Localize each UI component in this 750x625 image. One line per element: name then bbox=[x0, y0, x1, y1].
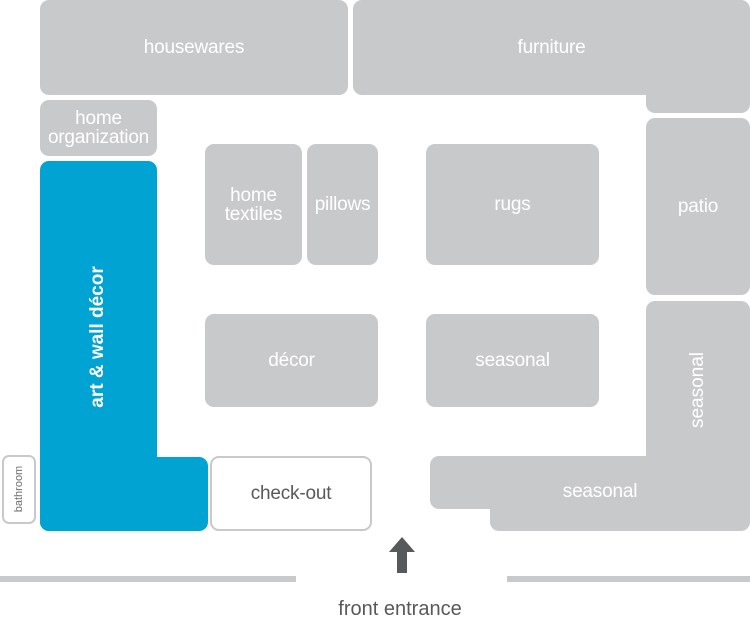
front-wall-right bbox=[507, 576, 750, 582]
dept-furniture-label: furniture bbox=[517, 37, 586, 58]
dept-housewares[interactable]: housewares bbox=[40, 0, 348, 95]
dept-rugs[interactable]: rugs bbox=[426, 144, 599, 265]
front-entrance-label: front entrance bbox=[338, 598, 462, 620]
dept-patio[interactable]: patio bbox=[646, 118, 750, 295]
dept-seasonal-bottom[interactable]: seasonal bbox=[430, 456, 750, 531]
dept-housewares-label: housewares bbox=[143, 37, 245, 58]
dept-bathroom-label: bathroom bbox=[13, 465, 25, 513]
dept-seasonal-center-label: seasonal bbox=[475, 350, 550, 371]
entrance-arrow-icon bbox=[389, 537, 415, 573]
dept-home-organization[interactable]: home organization bbox=[40, 100, 157, 156]
dept-furniture[interactable]: furniture bbox=[353, 0, 750, 113]
dept-rugs-label: rugs bbox=[494, 194, 531, 215]
dept-seasonal-bottom-label: seasonal bbox=[562, 480, 638, 502]
dept-art-wall-decor-label: art & wall décor bbox=[87, 266, 108, 408]
dept-art-wall-decor[interactable]: art & wall décor bbox=[40, 161, 208, 531]
dept-home-organization-label-1: home bbox=[75, 108, 122, 129]
dept-patio-label: patio bbox=[677, 196, 719, 217]
dept-decor-label: décor bbox=[268, 350, 315, 371]
dept-seasonal-right-label: seasonal bbox=[687, 351, 708, 429]
dept-home-organization-label-2: organization bbox=[47, 127, 150, 148]
dept-seasonal-center[interactable]: seasonal bbox=[426, 314, 599, 407]
dept-checkout-label: check-out bbox=[250, 483, 332, 504]
dept-decor[interactable]: décor bbox=[205, 314, 378, 407]
front-wall-left bbox=[0, 576, 296, 582]
dept-home-textiles[interactable]: home textiles bbox=[205, 144, 302, 265]
dept-pillows[interactable]: pillows bbox=[307, 144, 378, 265]
dept-checkout[interactable]: check-out bbox=[210, 456, 372, 531]
dept-bathroom[interactable]: bathroom bbox=[2, 455, 36, 524]
dept-seasonal-right[interactable]: seasonal bbox=[646, 301, 750, 483]
dept-home-textiles-label-1: home bbox=[230, 184, 277, 206]
dept-home-textiles-label-2: textiles bbox=[224, 203, 283, 225]
dept-pillows-label: pillows bbox=[314, 194, 371, 215]
